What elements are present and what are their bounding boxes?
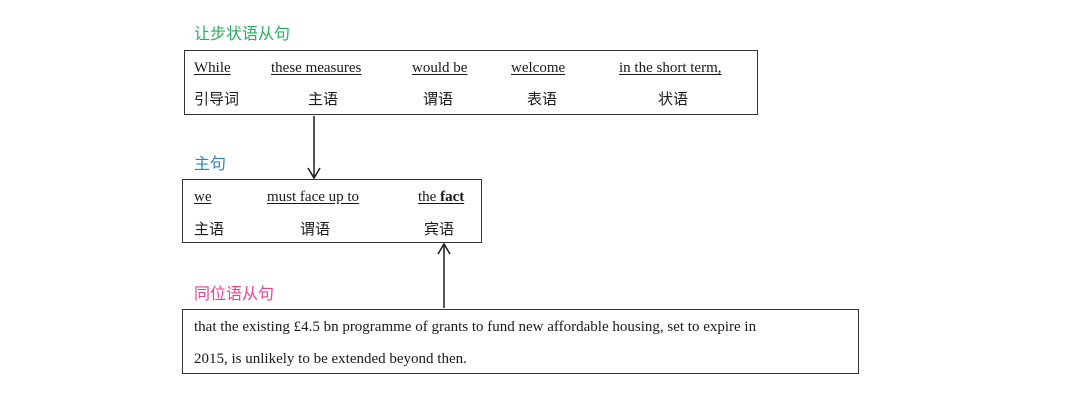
word-fact: fact xyxy=(440,189,465,205)
word-must-face-up-to: must face up to xyxy=(267,189,360,205)
role-predicate: 谓语 xyxy=(423,90,454,108)
concessive-clause-title: 让步状语从句 xyxy=(194,24,291,43)
arrow-down-to-main-clause xyxy=(307,116,321,180)
role-adverbial: 状语 xyxy=(658,90,689,108)
role-subject: 主语 xyxy=(308,90,339,108)
appositive-line-2: 2015, is unlikely to be extended beyond … xyxy=(194,351,467,367)
appositive-clause-title: 同位语从句 xyxy=(194,284,275,303)
main-clause-title: 主句 xyxy=(194,154,227,173)
word-the-fact: the fact xyxy=(418,188,464,206)
arrow-up-to-object xyxy=(437,242,451,308)
appositive-clause-box: that the existing £4.5 bn programme of g… xyxy=(182,309,859,374)
appositive-line-1: that the existing £4.5 bn programme of g… xyxy=(194,319,757,335)
word-while: While xyxy=(194,60,231,76)
word-the: the xyxy=(418,189,441,205)
word-these-measures: these measures xyxy=(271,60,362,76)
concessive-clause-box: While these measures would be welcome in… xyxy=(184,50,758,115)
main-clause-box: we must face up to the fact 主语 谓语 宾语 xyxy=(182,179,482,243)
word-we: we xyxy=(194,189,212,205)
role-introducer: 引导词 xyxy=(194,90,240,108)
word-welcome: welcome xyxy=(511,60,566,76)
word-would-be: would be xyxy=(412,60,468,76)
word-in-the-short-term: in the short term, xyxy=(619,60,722,76)
role-object: 宾语 xyxy=(424,220,455,238)
role-predicative: 表语 xyxy=(527,90,558,108)
role-subject-main: 主语 xyxy=(194,220,225,238)
role-predicate-main: 谓语 xyxy=(300,220,331,238)
